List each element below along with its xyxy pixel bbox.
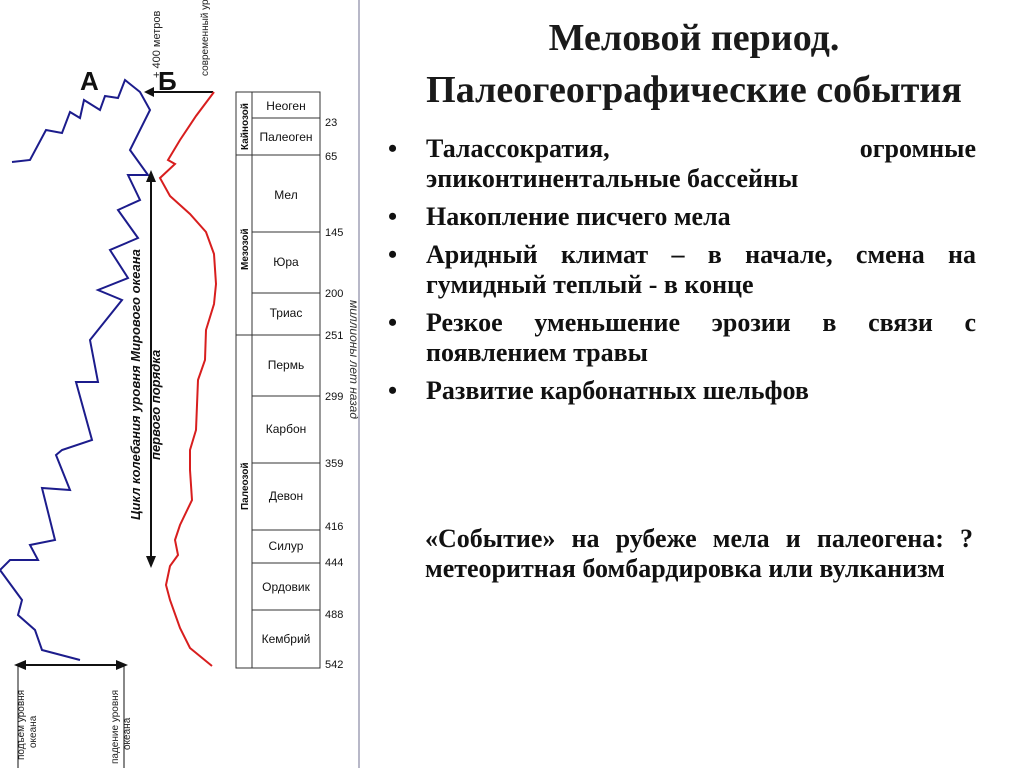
title-line-2: Палеогеографические события (426, 69, 962, 111)
modern-level-text: современный уровень океана (200, 0, 211, 76)
plus-400-label: + 400 метров (151, 11, 163, 78)
era-cenozoic: Кайнозой (240, 103, 251, 150)
era-mesozoic: Мезозой (240, 228, 251, 270)
bullet-dot-icon: • (388, 376, 398, 405)
period-jurassic: Юра (273, 255, 299, 269)
age-label: 200 (325, 288, 343, 300)
curve-a-label: А (80, 66, 99, 96)
rise-label: подъем уровня океана (16, 687, 39, 760)
sea-level-curve-a (0, 78, 152, 661)
bullet-dot-icon: • (388, 134, 398, 163)
event-note: «Событие» на рубеже мела и палеогена: ? … (425, 524, 973, 583)
age-label: 23 (325, 117, 337, 129)
age-label: 488 (325, 609, 343, 621)
bullet-text: Развитие карбонатных шельфов (426, 376, 809, 405)
bullet-item: • Талассократия, огромные эпиконтиненталь… (388, 134, 976, 194)
fall-label: падение уровня океана (110, 687, 133, 764)
bullet-dot-icon: • (388, 308, 398, 337)
period-permian: Пермь (268, 358, 304, 372)
cycle-label-2: первого порядка (148, 350, 163, 460)
period-devonian: Девон (269, 489, 303, 503)
fall-label-line-2: океана (122, 717, 133, 750)
geologic-column: Кайнозой Мезозой Палеозой Неоген Палеоге… (235, 91, 343, 671)
cycle-arrow (146, 170, 156, 568)
curve-b-label: Б (158, 66, 177, 96)
age-label: 359 (325, 458, 343, 470)
bullet-text: Талассократия, огромные эпиконтинентальн… (426, 134, 976, 193)
age-label: 542 (325, 659, 343, 671)
age-label: 416 (325, 521, 343, 533)
age-label: 444 (325, 557, 343, 569)
cycle-label-line-2: первого порядка (148, 350, 163, 460)
bullet-dot-icon: • (388, 240, 398, 269)
figure-divider (358, 0, 360, 768)
period-neogene: Неоген (266, 99, 305, 113)
sea-level-curve-b (158, 91, 218, 667)
era-paleozoic: Палеозой (240, 463, 251, 511)
age-label: 145 (325, 227, 343, 239)
slide-title: Меловой период. Палеогеографические собы… (370, 12, 1018, 116)
period-cambrian: Кембрий (262, 632, 311, 646)
rise-label-line-2: океана (28, 715, 39, 748)
bullet-text: Резкое уменьшение эрозии в связи с появл… (426, 308, 976, 367)
period-ordovician: Ордовик (262, 580, 310, 594)
modern-level-arrow (144, 87, 213, 97)
period-cretaceous: Мел (274, 188, 297, 202)
period-triassic: Триас (270, 306, 303, 320)
period-carboniferous: Карбон (266, 422, 307, 436)
age-label: 299 (325, 391, 343, 403)
rise-label-line-1: подъем уровня (16, 690, 27, 760)
bullet-list: • Талассократия, огромные эпиконтиненталь… (388, 134, 976, 414)
period-paleogene: Палеоген (259, 130, 312, 144)
bullet-dot-icon: • (388, 202, 398, 231)
period-silurian: Силур (269, 539, 304, 553)
bullet-item: • Накопление писчего мела (388, 202, 976, 232)
years-ago-label: миллионы лет назад (347, 300, 361, 419)
title-line-1: Меловой период. (548, 17, 840, 59)
bullet-text: Накопление писчего мела (426, 202, 731, 231)
bullet-item: • Резкое уменьшение эрозии в связи с появ… (388, 308, 976, 368)
cycle-label: Цикл колебания уровня Мирового океана (128, 249, 143, 520)
range-arrow (14, 660, 128, 768)
age-label: 65 (325, 151, 337, 163)
fall-label-line-1: падение уровня (110, 690, 121, 764)
sea-level-figure: А Б + 400 метров современный уровень оке… (0, 0, 361, 768)
bullet-item: • Развитие карбонатных шельфов (388, 376, 976, 406)
age-label: 251 (325, 330, 343, 342)
bullet-text: Аридный климат – в начале, смена на гуми… (426, 240, 976, 299)
bullet-item: • Аридный климат – в начале, смена на гум… (388, 240, 976, 300)
cycle-label-line-1: Цикл колебания уровня Мирового океана (128, 249, 143, 520)
modern-level-label: современный уровень океана (200, 0, 211, 76)
